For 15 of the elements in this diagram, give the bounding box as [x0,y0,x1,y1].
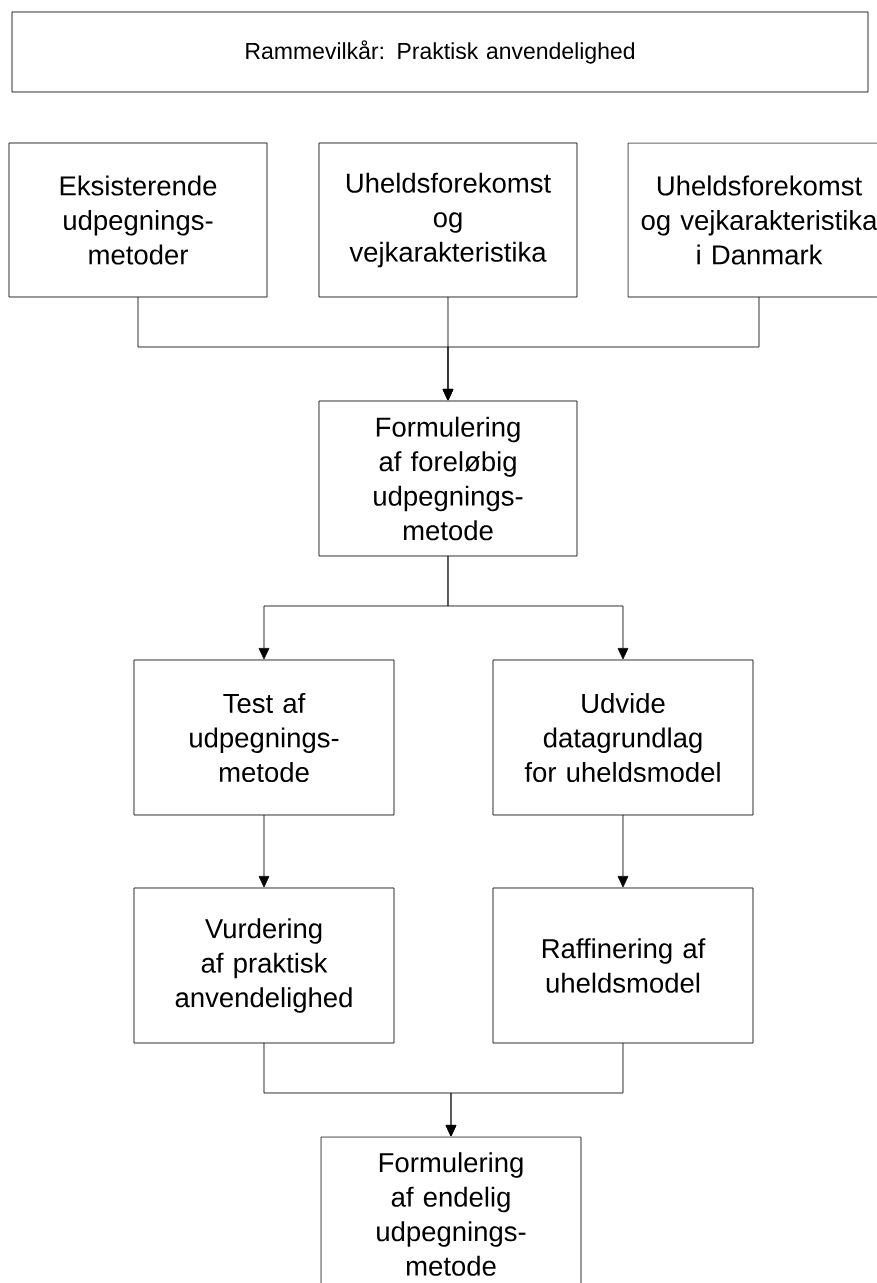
process-box: Formulering af endelig udpegnings-metode [320,1136,582,1283]
process-box: Formulering af foreløbig udpegnings-metode [318,400,578,557]
process-box: Udvide datagrundlag for uheldsmodel [492,659,754,816]
process-box: Uheldsforekomst og vejkarakteristika [318,142,578,298]
process-box: Uheldsforekomst og vejkarakteristika i Danmark [627,142,877,298]
arrow [258,814,270,888]
arrow [617,814,629,888]
arrow [445,1042,624,1137]
process-box: Vurdering af praktisk anvendelighed [133,887,395,1044]
arrow [447,555,629,660]
arrow [442,296,760,401]
process-box: Raffinering af uheldsmodel [492,887,754,1044]
process-box: Test af udpegnings-metode [133,659,395,816]
process-box: Eksisterende udpegnings-metoder [8,142,268,298]
title-box: Rammevilkår: Praktisk anvendelighed [11,11,869,93]
